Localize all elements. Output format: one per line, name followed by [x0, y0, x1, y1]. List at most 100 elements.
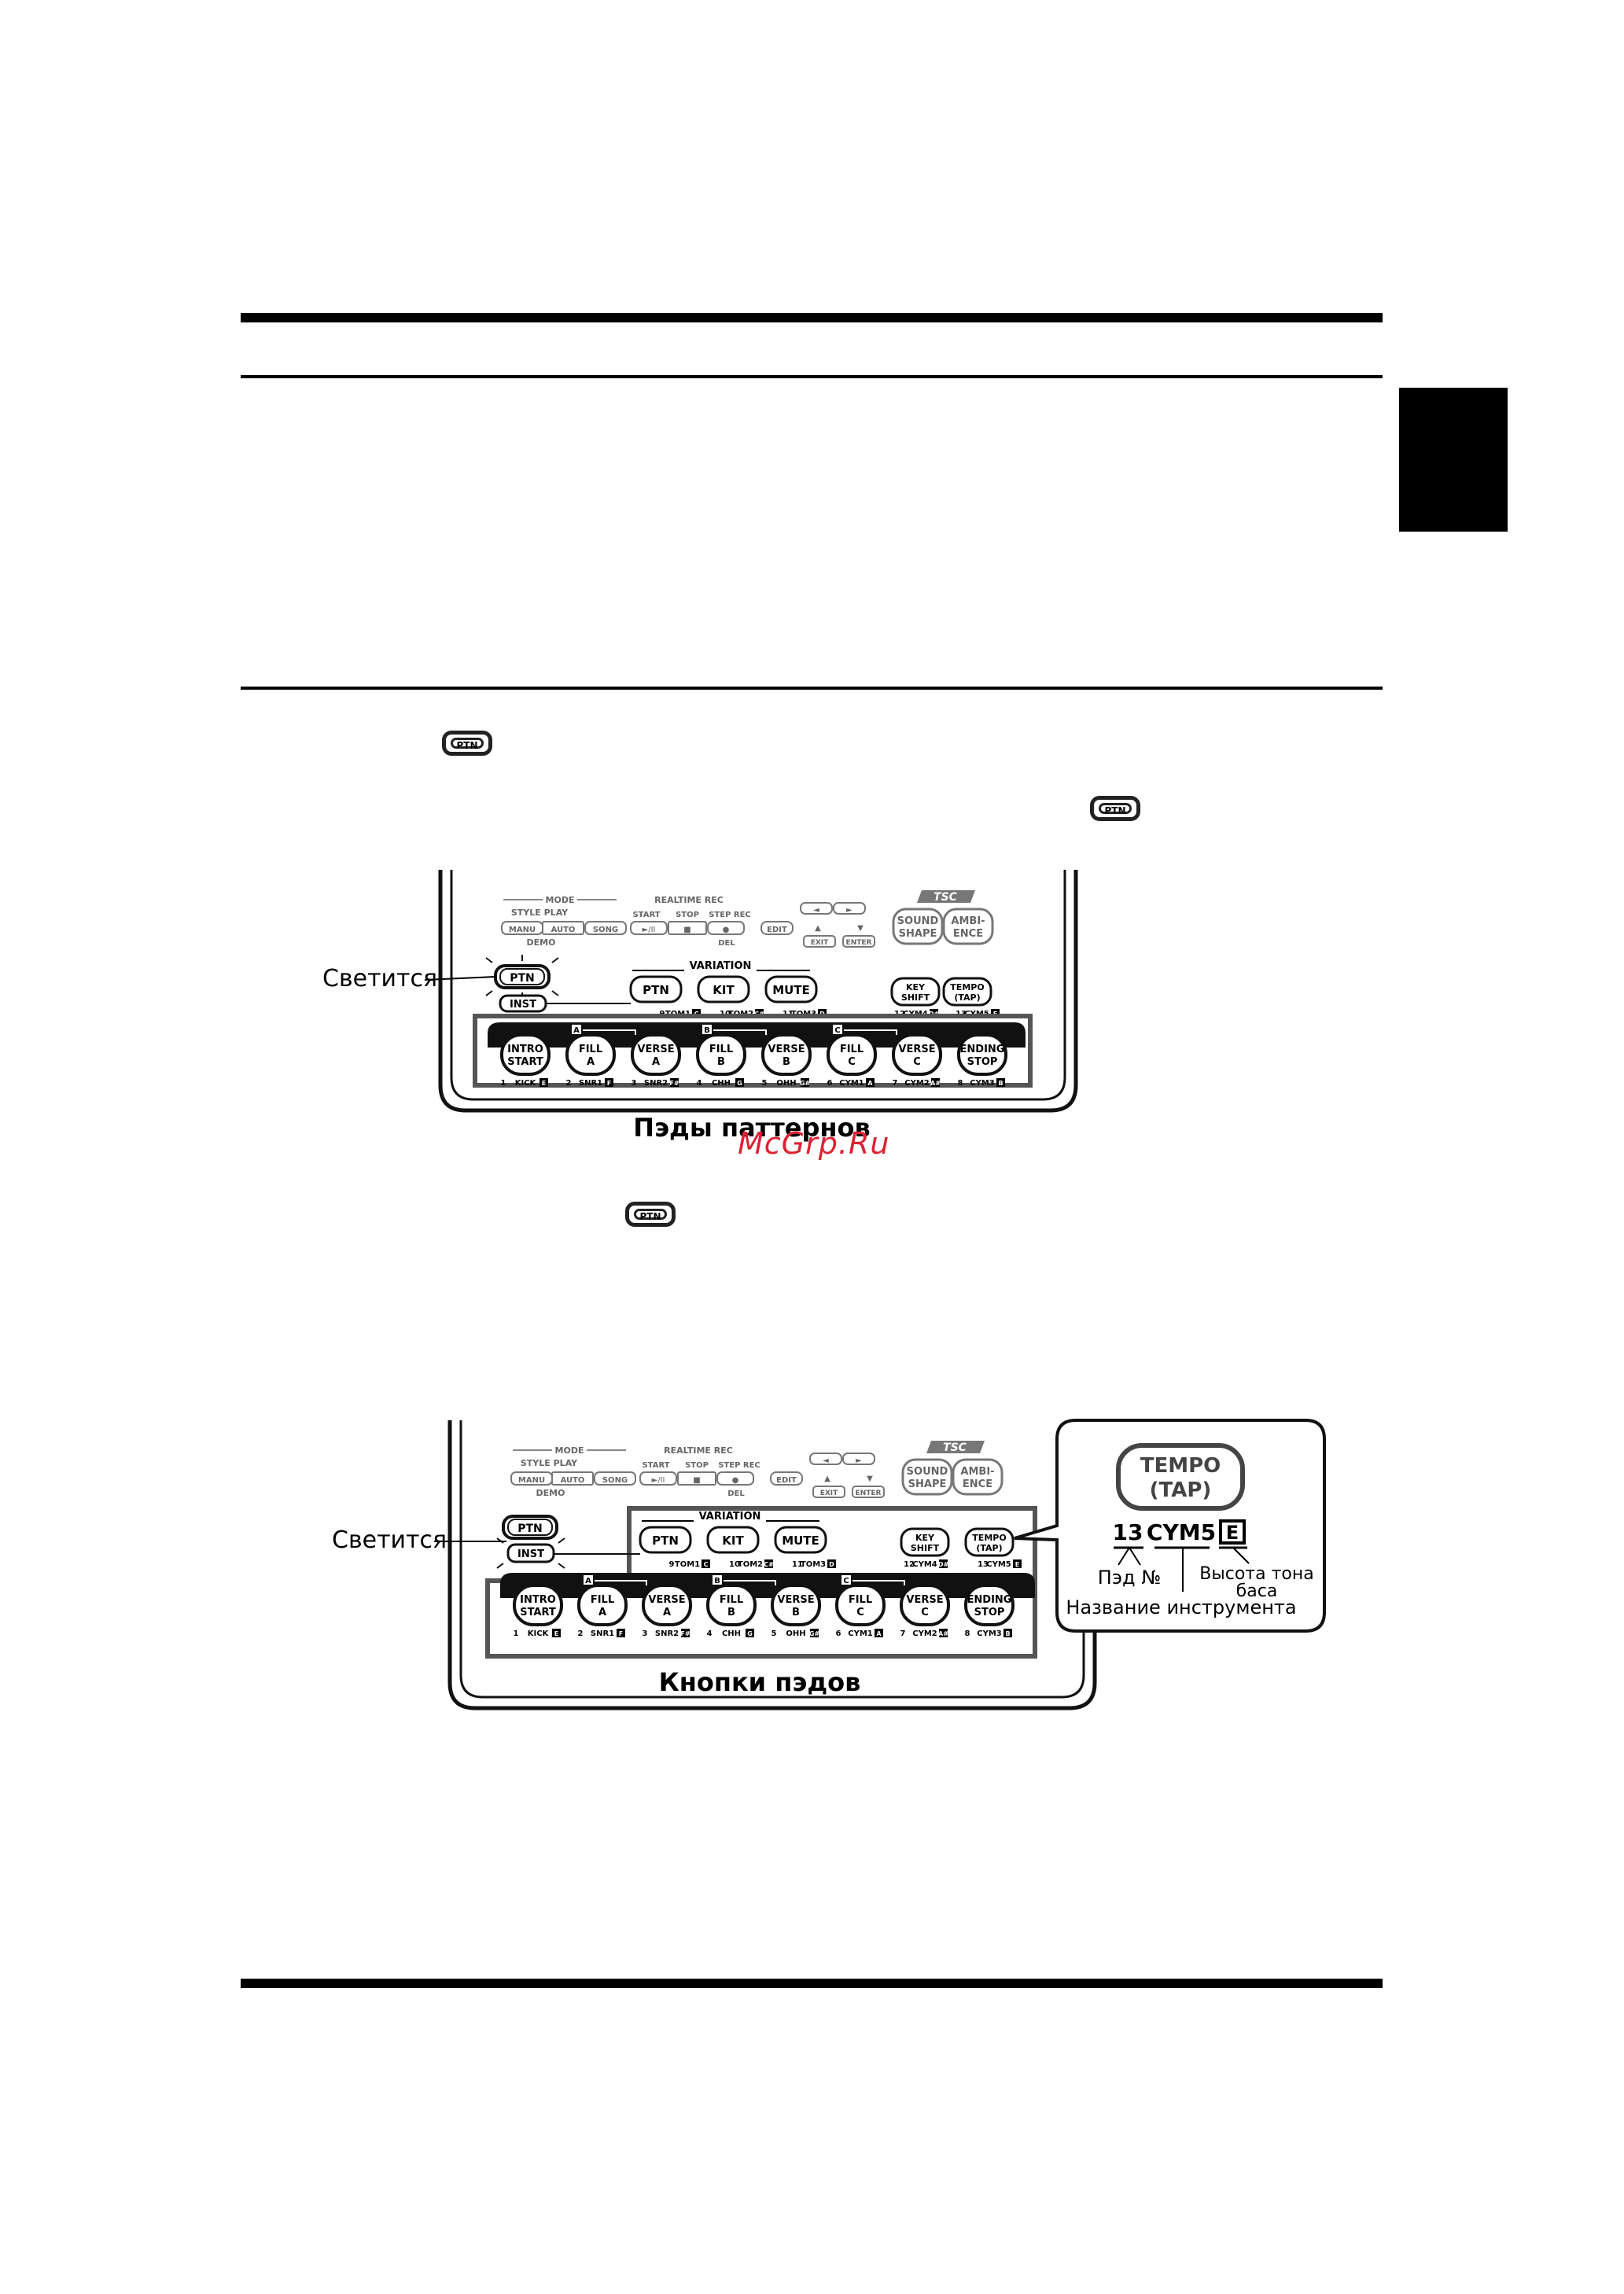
right-arrow-button[interactable]: [833, 902, 866, 915]
pad-5-button[interactable]: [771, 1584, 821, 1626]
variation-kit-button[interactable]: [697, 975, 750, 1003]
pad-3-button[interactable]: [631, 1033, 681, 1076]
sound-shape-button[interactable]: [892, 908, 944, 945]
pad-note: A#: [938, 1630, 948, 1637]
mode-button-label-1: AUTO: [551, 926, 576, 934]
down-arrow-icon: ▼: [867, 1475, 873, 1483]
note-box: [810, 1629, 819, 1637]
variation-mute-button[interactable]: [774, 1526, 827, 1554]
ambience-button[interactable]: [952, 1458, 1003, 1496]
pad-6-button[interactable]: [835, 1584, 886, 1626]
sound-shape-button[interactable]: [901, 1458, 953, 1496]
ptn-button-lit[interactable]: PTN: [485, 955, 559, 999]
pad-7-button[interactable]: [892, 1033, 942, 1076]
pad-1-button[interactable]: [513, 1584, 563, 1626]
tempo-tap-button[interactable]: [942, 977, 992, 1007]
pad-number: 2: [566, 1079, 572, 1088]
section-arrow: [853, 1580, 905, 1585]
enter-button[interactable]: [842, 935, 875, 948]
exit-button[interactable]: [803, 935, 836, 948]
bass-pitch-label-2: баса: [1236, 1581, 1278, 1601]
mode-label: MODE: [546, 895, 575, 905]
pad-1-button[interactable]: [500, 1033, 551, 1076]
pad-label-bottom: C: [913, 1056, 921, 1068]
variation-button-label: MUTE: [772, 983, 810, 997]
pad-instrument: CHH: [722, 1629, 741, 1638]
pad-4-button[interactable]: [696, 1033, 746, 1076]
rec-button[interactable]: [707, 921, 745, 935]
style-play-label: STYLE PLAY: [521, 1458, 578, 1468]
stop-button[interactable]: [668, 921, 707, 935]
start-label: START: [632, 911, 660, 919]
left-arrow-button[interactable]: [809, 1453, 842, 1465]
variation-ptn-button[interactable]: [639, 1526, 692, 1554]
watermark: McGrp.Ru: [738, 1126, 890, 1161]
mode-song-button[interactable]: [584, 921, 627, 935]
ptn-button-icon: PTN: [625, 1202, 676, 1227]
key-shift-button[interactable]: [890, 977, 941, 1007]
pad-instrument: CYM1: [839, 1079, 864, 1088]
pad-3-button[interactable]: [642, 1584, 692, 1626]
pad-label-bottom: C: [921, 1607, 929, 1618]
realtime-rec-label: REALTIME REC: [654, 895, 724, 905]
pad-label-bottom: A: [598, 1607, 606, 1618]
pad-label-top: INTRO: [520, 1594, 556, 1606]
key-shift-label-bottom: SHIFT: [911, 1543, 940, 1553]
pad-label-top: ENDING: [967, 1594, 1012, 1606]
pad-2-button[interactable]: [565, 1033, 616, 1076]
section-arrow: [583, 1029, 636, 1035]
pad-note: A#: [930, 1080, 941, 1087]
tsc-logo-bg: [926, 1441, 985, 1453]
upper-pad-note: E: [1015, 1561, 1019, 1568]
edit-button[interactable]: [770, 1471, 803, 1486]
pad-5-button[interactable]: [761, 1033, 812, 1076]
variation-ptn-button[interactable]: [629, 975, 683, 1003]
variation-mute-button[interactable]: [764, 975, 818, 1003]
left-arrow-button[interactable]: [800, 902, 833, 915]
pad-7-button[interactable]: [900, 1584, 950, 1626]
tempo-tap-button[interactable]: [964, 1527, 1015, 1557]
up-arrow-icon: ▲: [815, 924, 821, 933]
edit-button[interactable]: [760, 921, 794, 935]
pad-label-top: INTRO: [507, 1044, 543, 1055]
mode-auto-button[interactable]: [551, 1471, 594, 1486]
section-letter: C: [834, 1026, 840, 1035]
ptn-button-lit[interactable]: PTN: [502, 1515, 558, 1540]
mode-auto-button[interactable]: [542, 921, 584, 935]
pad-6-button[interactable]: [827, 1033, 877, 1076]
pad-8-button[interactable]: [957, 1033, 1007, 1076]
pad-instrument: OHH: [786, 1629, 805, 1638]
pad-label-top: VERSE: [777, 1594, 814, 1606]
pad-label-top: VERSE: [906, 1594, 943, 1606]
style-play-label: STYLE PLAY: [511, 908, 569, 918]
upper-pad-note: D#: [938, 1561, 949, 1568]
pad-label-bottom: B: [783, 1056, 790, 1068]
stop-button[interactable]: [677, 1471, 716, 1486]
play-pause-button[interactable]: [630, 921, 668, 935]
zoom-note-box: [1219, 1519, 1246, 1545]
pad-4-button[interactable]: [706, 1584, 757, 1626]
variation-kit-button[interactable]: [706, 1526, 760, 1554]
section-letter-box: [841, 1575, 851, 1585]
mode-song-button[interactable]: [594, 1471, 636, 1486]
key-shift-button[interactable]: [900, 1527, 950, 1557]
enter-button[interactable]: [852, 1486, 885, 1498]
note-box: [1013, 1559, 1022, 1568]
rec-button[interactable]: [716, 1471, 754, 1486]
exit-button[interactable]: [812, 1486, 845, 1498]
note-box: [996, 1078, 1005, 1087]
top-thick-rule: [241, 313, 1383, 322]
right-arrow-button[interactable]: [842, 1453, 875, 1465]
pad-label-bottom: START: [507, 1056, 543, 1068]
pad-number: 4: [697, 1079, 702, 1088]
pad-2-button[interactable]: [577, 1584, 628, 1626]
tempo-label-top: TEMPO: [972, 1533, 1006, 1543]
ambience-button[interactable]: [942, 908, 994, 945]
tempo-label-bottom: (TAP): [976, 1543, 1002, 1553]
upper-pad-note: C: [704, 1561, 709, 1568]
note-box: [755, 1009, 764, 1018]
variation-button-label: KIT: [713, 983, 735, 997]
step-rec-label: STEP REC: [718, 1461, 760, 1470]
pad-8-button[interactable]: [964, 1584, 1015, 1626]
play-pause-button[interactable]: [639, 1471, 677, 1486]
